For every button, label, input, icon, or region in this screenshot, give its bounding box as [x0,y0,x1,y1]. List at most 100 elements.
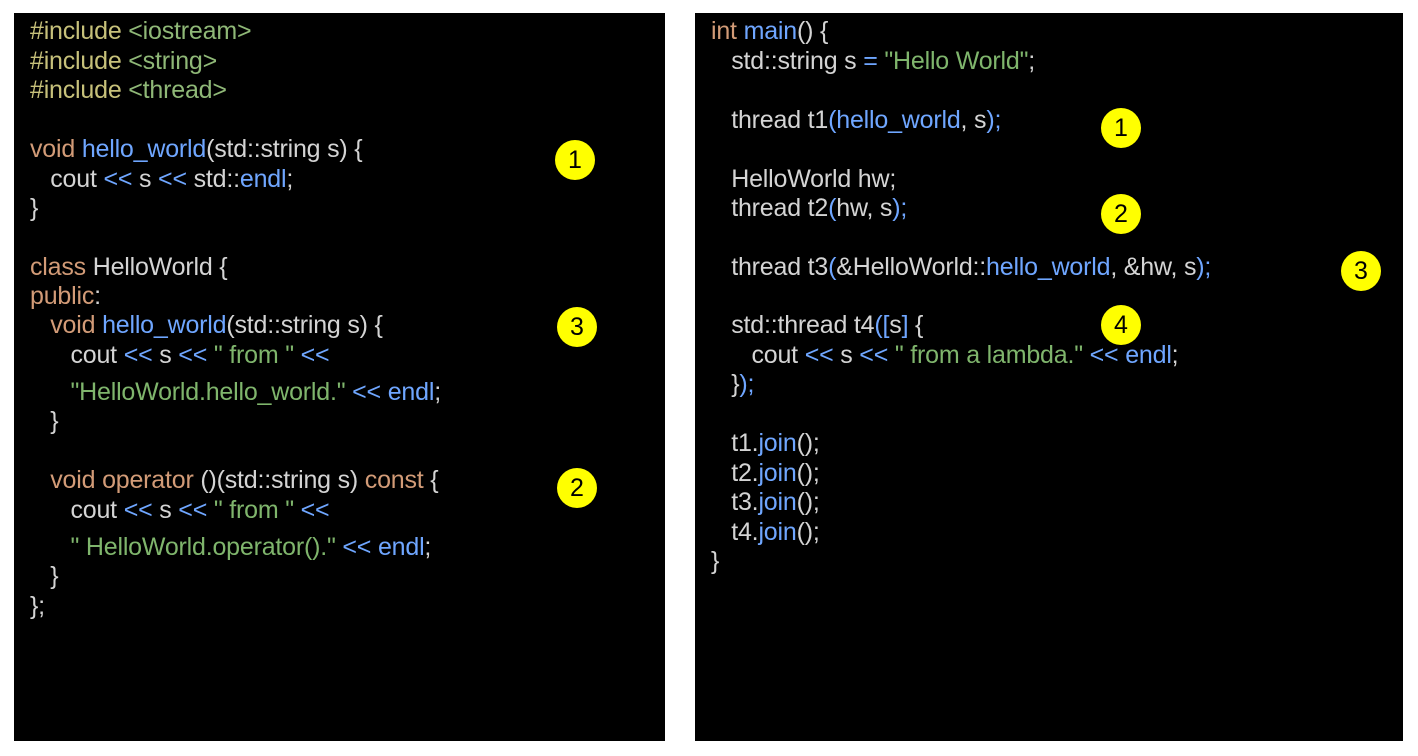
code-line: public: [30,281,101,311]
code-line: t3.join(); [711,487,820,517]
code-token: main [743,17,798,45]
code-token: } [30,562,59,590]
code-token: <thread> [121,76,227,104]
code-line: std::string s = "Hello World"; [711,46,1035,76]
code-token: , &hw, s [1110,253,1197,281]
code-token: "HelloWorld.hello_world." [70,378,346,406]
code-token: t2. [711,459,759,487]
code-token: thread t3 [711,253,829,281]
code-line: thread t2(hw, s); [711,193,907,223]
code-token: << [352,378,381,406]
code-token: ); [739,370,755,398]
code-token: <string> [121,47,218,75]
code-token: }; [30,592,45,620]
code-token [30,466,50,494]
code-line: void operator ()(std::string s) const { [30,465,438,495]
code-line: t4.join(); [711,517,820,547]
code-line: cout << s << " from a lambda." << endl; [711,340,1178,370]
code-token: hello_world [81,135,207,163]
code-line: class HelloWorld { [30,252,228,282]
code-token: : [94,282,101,310]
code-token: void [50,311,96,339]
code-token: t4. [711,518,759,546]
code-token [381,378,388,406]
code-token: , s [960,106,987,134]
code-token: { [423,466,439,494]
code-token: ; [286,165,294,193]
code-line: } [30,193,38,223]
code-line: }; [30,591,45,621]
code-token: <iostream> [121,17,252,45]
code-token: s [833,341,860,369]
code-line: t2.join(); [711,458,820,488]
code-token: (); [796,488,820,516]
code-line: t1.join(); [711,428,820,458]
code-token: thread t1 [711,106,829,134]
code-token: hello_world [836,106,961,134]
code-token: endl [387,378,435,406]
code-line: std::thread t4([s] { [711,310,923,340]
code-token: t3. [711,488,759,516]
code-token [737,17,744,45]
code-token: (); [796,459,820,487]
code-line: }); [711,369,754,399]
code-line: cout << s << " from " << [30,340,329,370]
right-code-panel: int main() { std::string s = "Hello Worl… [695,13,1403,741]
code-token: << [859,341,889,369]
code-token: #include [30,76,122,104]
code-line: cout << s << " from " << [30,495,329,525]
code-line: } [711,546,719,576]
code-token: s [152,341,179,369]
code-token: ] [901,311,909,339]
code-token [30,378,70,406]
code-line: int main() { [711,16,828,46]
step-number-badge: 4 [1101,305,1141,345]
code-token: } [711,370,740,398]
step-number-badge: 1 [1101,108,1141,148]
code-token: ); [892,194,908,222]
code-token: ; [424,533,432,561]
code-token: operator [102,466,194,494]
code-token: << [804,341,834,369]
step-number-badge: 1 [555,140,595,180]
code-token: endl [239,165,287,193]
code-token: class [30,253,86,281]
code-token: ([ [874,311,890,339]
code-token: (); [796,518,820,546]
code-token: #include [30,17,122,45]
code-token: (std::string s) { [206,135,363,163]
code-token: (std::string s) { [226,311,383,339]
code-token: ; [434,378,441,406]
code-token: ( [828,194,837,222]
code-token: { [908,311,924,339]
code-token: const [364,466,424,494]
code-token: ( [828,106,837,134]
code-token: endl [377,533,425,561]
code-token: cout [711,341,805,369]
code-token: << [300,341,330,369]
code-token: cout [30,165,104,193]
code-token: ); [1196,253,1212,281]
code-token: std:: [186,165,240,193]
code-token: std::thread t4 [711,311,875,339]
code-token: endl [1125,341,1172,369]
code-token: " from " [207,496,301,524]
code-token: #include [30,47,122,75]
code-token: void [30,135,76,163]
code-token: } [30,407,59,435]
code-token: join [758,429,797,457]
code-token: &HelloWorld:: [836,253,987,281]
code-token: () { [796,17,829,45]
code-token: ( [828,253,837,281]
code-token: HelloWorld { [85,253,228,281]
code-token: join [758,518,797,546]
code-line: thread t1(hello_world, s); [711,105,1001,135]
code-token [30,311,50,339]
code-line: } [30,406,58,436]
code-token: ()(std::string s) [193,466,365,494]
code-token: thread t2 [711,194,829,222]
code-line: void hello_world(std::string s) { [30,134,363,164]
code-line: #include <iostream> [30,16,252,46]
code-token: << [300,496,330,524]
code-line: } [30,561,58,591]
